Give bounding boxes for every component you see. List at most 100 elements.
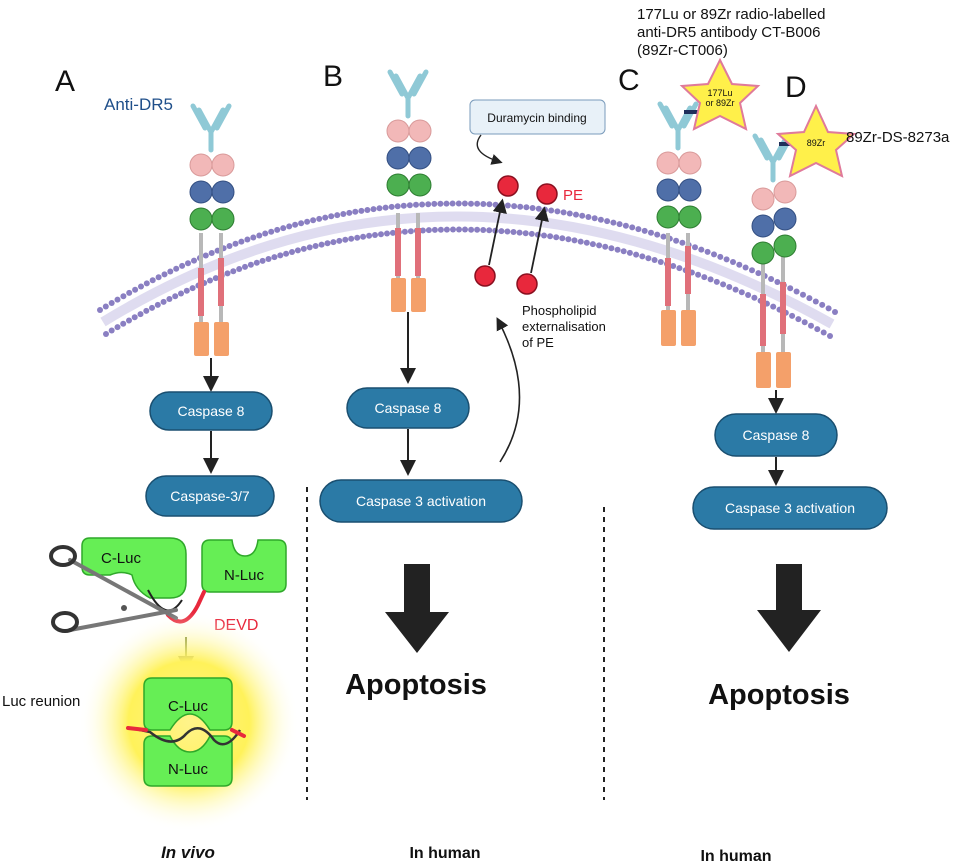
- lipid-head: [812, 298, 819, 305]
- lipid-head: [742, 264, 749, 271]
- lipid-head: [108, 327, 115, 334]
- caspase8-label-a: Caspase 8: [178, 403, 245, 419]
- lipid-head: [300, 245, 307, 252]
- lipid-head: [704, 248, 711, 255]
- pe-dot-outer-2: [536, 183, 558, 205]
- lipid-head: [720, 281, 727, 288]
- lipid-head: [486, 227, 493, 234]
- lipid-head: [480, 227, 487, 233]
- lipid-head: [548, 207, 555, 214]
- lipid-head: [504, 202, 511, 209]
- lipid-head: [437, 226, 444, 233]
- caspase3-pill-d: [692, 486, 888, 530]
- lipid-head: [604, 218, 611, 225]
- lipid-head: [346, 209, 353, 216]
- lipid-head: [602, 243, 609, 250]
- lipid-head: [651, 257, 658, 263]
- lipid-head: [328, 213, 335, 220]
- lipid-head: [523, 204, 530, 211]
- caspase3-pill-b: [319, 479, 523, 523]
- phospholipid-line3: of PE: [522, 335, 554, 350]
- lipid-head: [298, 220, 305, 227]
- lipid-head: [736, 261, 743, 268]
- lipid-head: [149, 304, 155, 311]
- lipid-head: [230, 268, 237, 275]
- lipid-head: [154, 301, 161, 308]
- lipid-head: [232, 240, 239, 247]
- lipid-head: [324, 240, 331, 247]
- lipid-head: [400, 202, 407, 209]
- receptor-b: [386, 69, 432, 312]
- phospholipid-line1: Phospholipid: [522, 303, 596, 318]
- lipid-head: [639, 253, 646, 260]
- panel-label-d: D: [785, 71, 807, 104]
- lipid-head: [614, 246, 621, 253]
- lipid-head: [108, 300, 115, 306]
- lipid-head: [247, 261, 254, 268]
- lipid-head: [808, 322, 814, 329]
- lipid-head: [189, 285, 196, 292]
- c-luc-reunited-label: C-Luc: [168, 698, 209, 715]
- lipid-head: [641, 227, 648, 234]
- lipid-head: [660, 233, 667, 240]
- lipid-head: [160, 298, 167, 305]
- lipid-head: [751, 294, 758, 301]
- lipid-head: [559, 235, 566, 242]
- lipid-head: [566, 210, 573, 217]
- lipid-head: [262, 230, 269, 237]
- lipid-head: [336, 237, 343, 244]
- apoptosis-label-d: Apoptosis: [708, 679, 850, 711]
- lipid-head: [372, 232, 378, 238]
- lipid-head: [801, 319, 808, 326]
- lipid-head: [676, 265, 683, 272]
- lipid-head: [449, 200, 456, 207]
- lipid-head: [806, 295, 813, 302]
- lipid-head: [256, 232, 263, 239]
- lipid-head: [577, 238, 584, 245]
- pe-label: PE: [563, 187, 583, 204]
- lipid-head: [486, 201, 493, 208]
- pe-dot-inner-2: [516, 273, 538, 295]
- lipid-head: [286, 223, 293, 230]
- lipid-head: [259, 257, 266, 264]
- lipid-head: [800, 291, 806, 298]
- lipid-head: [585, 214, 592, 220]
- lipid-head: [455, 200, 462, 207]
- lipid-head: [277, 252, 284, 259]
- lipid-head: [413, 201, 419, 208]
- lipid-head: [389, 229, 396, 236]
- lipid-head: [185, 260, 191, 267]
- lipid-head: [560, 209, 567, 216]
- n-luc-reunited-label: N-Luc: [168, 761, 209, 778]
- lipid-head: [626, 249, 633, 256]
- lipid-head: [825, 305, 832, 312]
- luc-reunion-label: Luc reunion: [2, 693, 80, 710]
- lipid-head: [358, 207, 365, 214]
- lipid-head: [541, 232, 547, 239]
- caspase8-pill-a: [149, 391, 273, 431]
- lipid-head: [274, 226, 281, 233]
- in-human-label-d: In human: [700, 848, 771, 864]
- lipid-head: [695, 271, 702, 278]
- lipid-head: [516, 229, 523, 236]
- lipid-head: [419, 227, 426, 234]
- caspase8-pill-d: [714, 413, 838, 457]
- radiolabel-star-d: [775, 103, 857, 178]
- panel-label-a: A: [55, 65, 75, 98]
- lipid-head: [635, 226, 642, 233]
- n-luc-reunited: [143, 735, 233, 787]
- lipid-head: [97, 307, 103, 313]
- lipid-head: [304, 218, 311, 225]
- panel-label-c: C: [618, 64, 640, 97]
- lipid-head: [131, 314, 138, 321]
- lipid-head: [589, 241, 596, 248]
- lipid-head: [535, 205, 542, 212]
- lipid-head: [456, 226, 462, 233]
- lipid-head: [553, 234, 560, 241]
- lipid-head: [620, 248, 627, 255]
- lipid-head: [648, 229, 654, 236]
- lipid-head: [774, 279, 781, 285]
- receptor-d: [751, 133, 805, 388]
- lipid-head: [474, 226, 481, 233]
